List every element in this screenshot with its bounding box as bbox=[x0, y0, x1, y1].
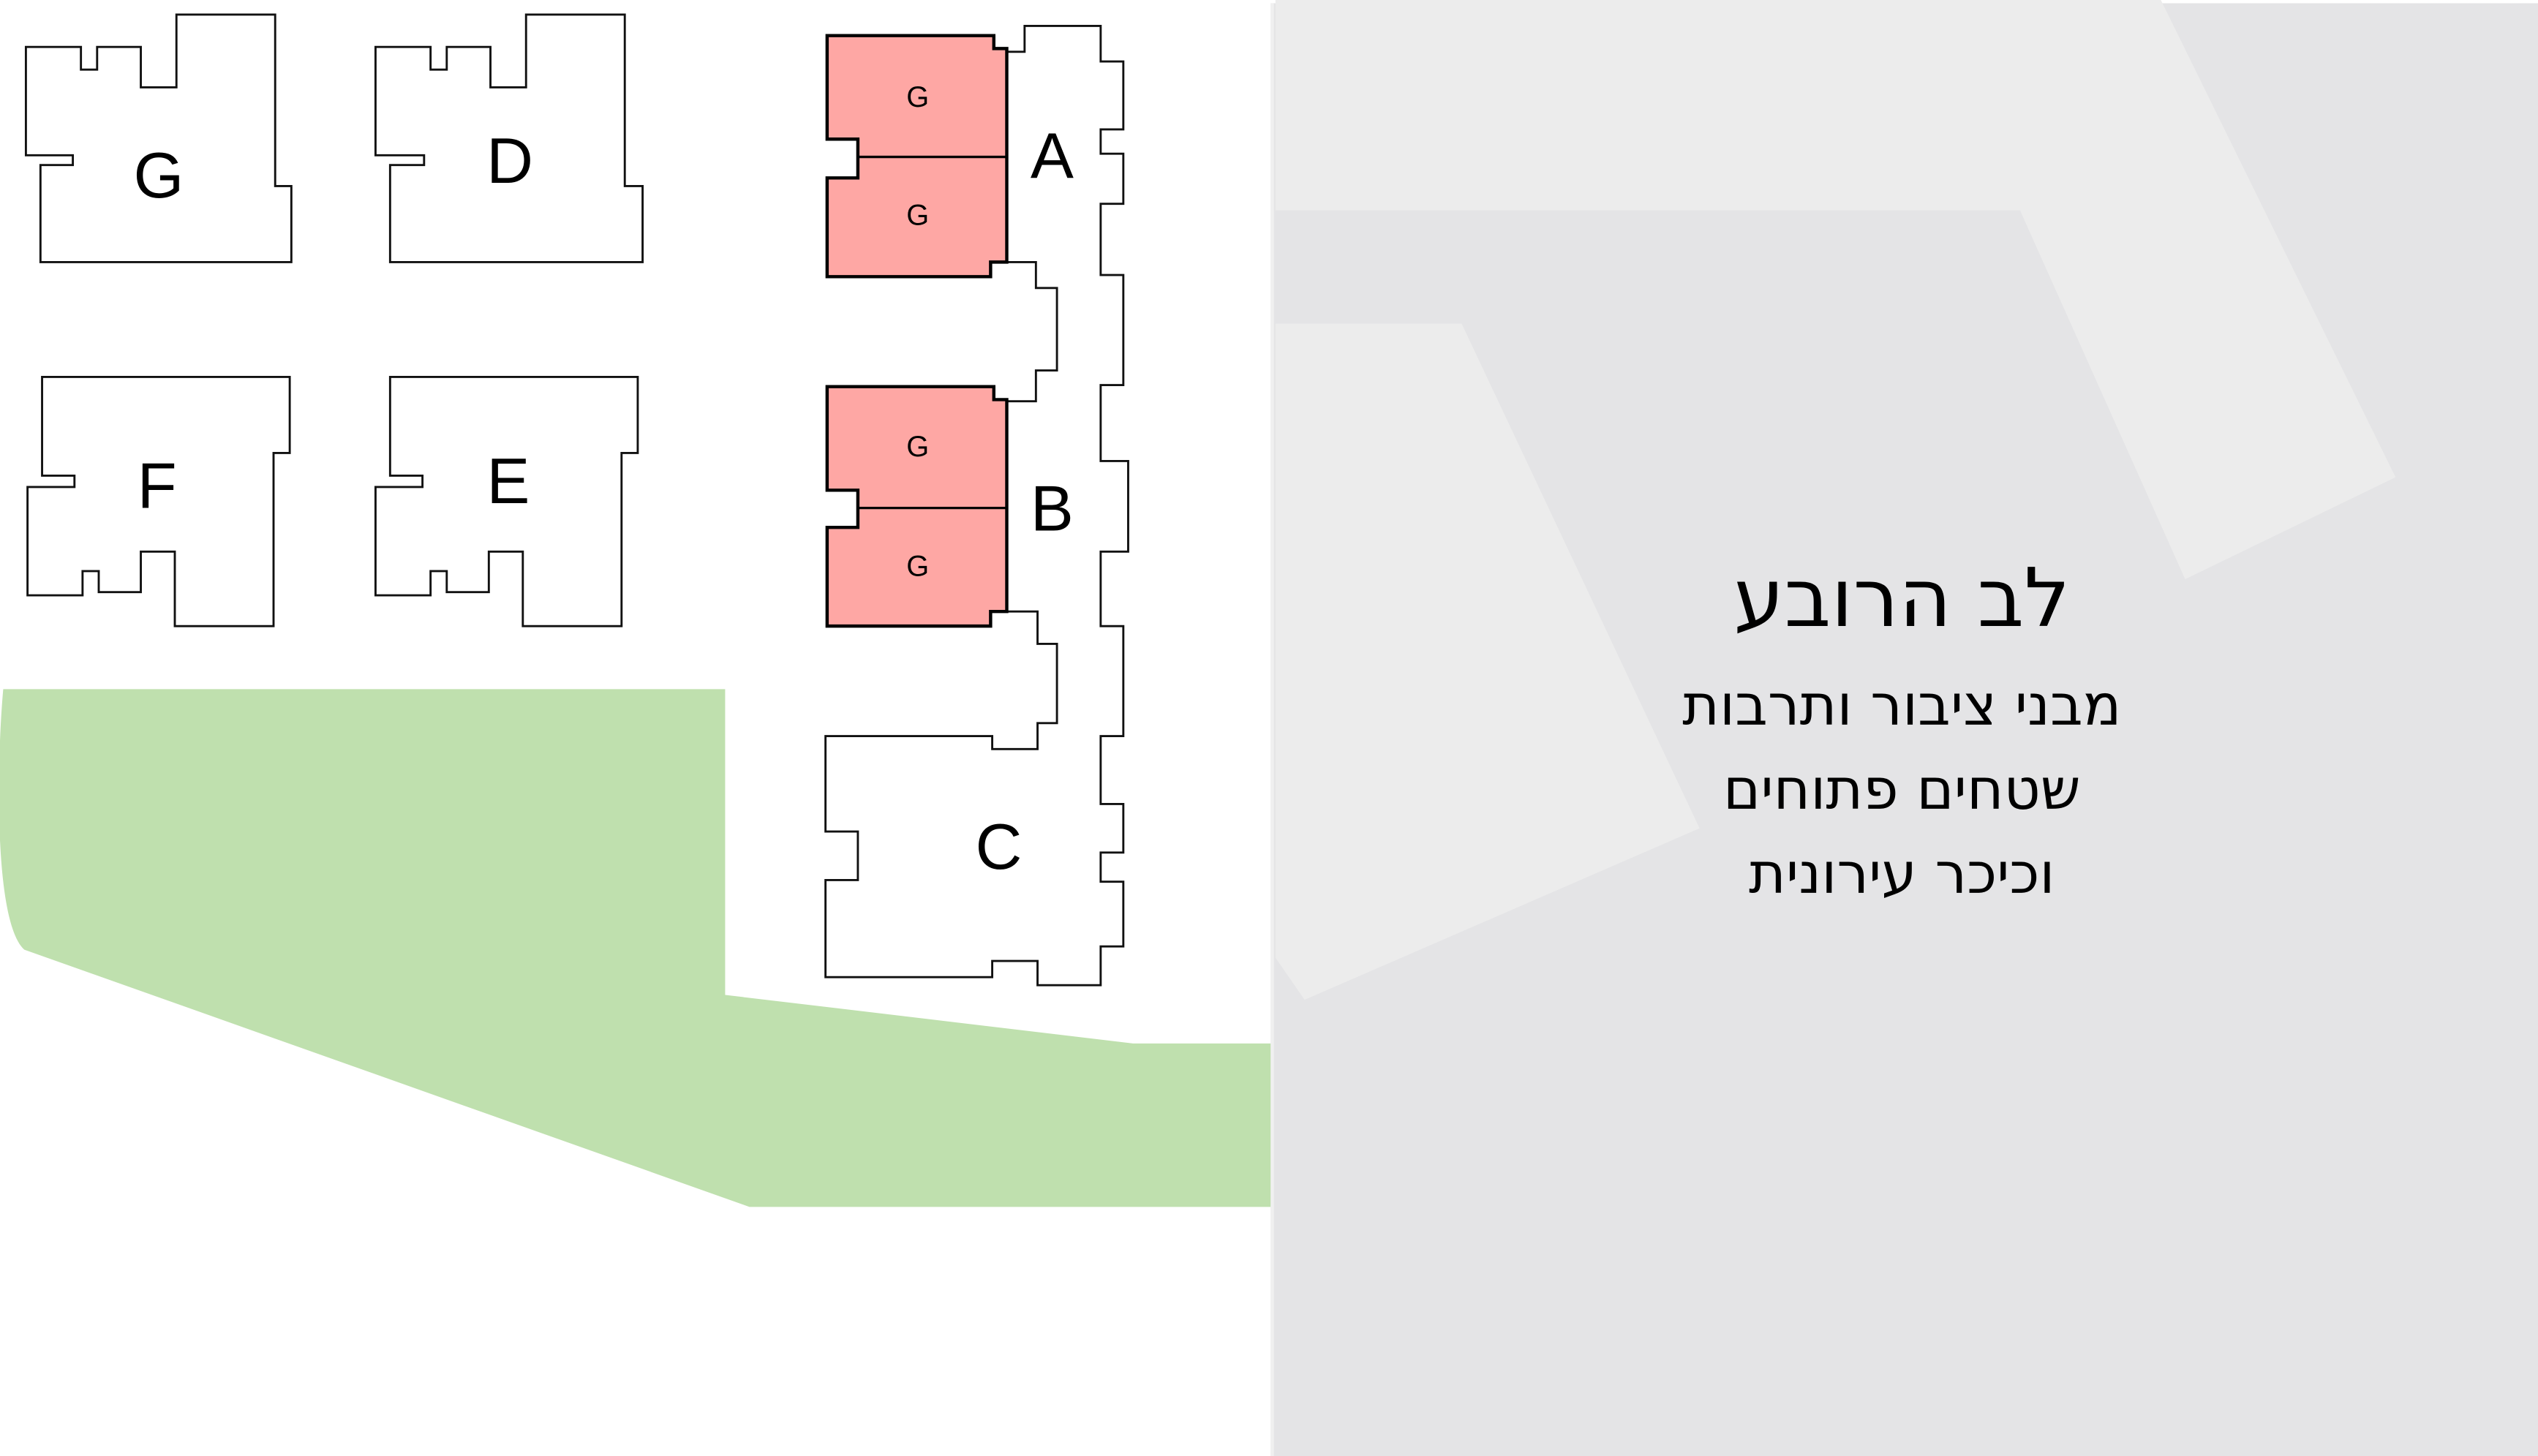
building-e-label: E bbox=[486, 445, 530, 517]
building-strip-abc[interactable]: A B C bbox=[824, 24, 1129, 987]
unit-g-label: G bbox=[906, 200, 929, 232]
highlighted-units-b[interactable]: G G bbox=[825, 385, 1009, 628]
building-d-label: D bbox=[486, 124, 533, 197]
building-b-label: B bbox=[1031, 472, 1074, 545]
unit-g-label: G bbox=[906, 551, 929, 583]
panel-line-1: מבני ציבור ותרבות bbox=[1682, 673, 2121, 739]
unit-g-label: G bbox=[906, 431, 929, 463]
highlighted-units-a[interactable]: G G bbox=[825, 34, 1009, 279]
building-e[interactable]: E bbox=[374, 376, 639, 627]
building-a-label: A bbox=[1031, 119, 1074, 192]
panel-title: לב הרובע bbox=[1733, 551, 2070, 646]
building-f-label: F bbox=[138, 450, 177, 522]
green-open-space bbox=[0, 689, 1271, 1207]
panel-line-3: וכיכר עירונית bbox=[1749, 841, 2055, 907]
building-g-label: G bbox=[133, 139, 184, 211]
panel-decor-shape-left bbox=[1275, 323, 1700, 1000]
panel-decor-shape-top bbox=[1275, 0, 2396, 579]
info-panel: לב הרובע מבני ציבור ותרבות שטחים פתוחים … bbox=[1270, 0, 2538, 1456]
building-c-label: C bbox=[975, 810, 1022, 883]
building-d[interactable]: D bbox=[374, 13, 644, 263]
building-f[interactable]: F bbox=[26, 376, 291, 627]
building-g[interactable]: G bbox=[24, 13, 293, 263]
unit-g-label: G bbox=[906, 81, 929, 113]
panel-line-2: שטחים פתוחים bbox=[1723, 757, 2081, 823]
